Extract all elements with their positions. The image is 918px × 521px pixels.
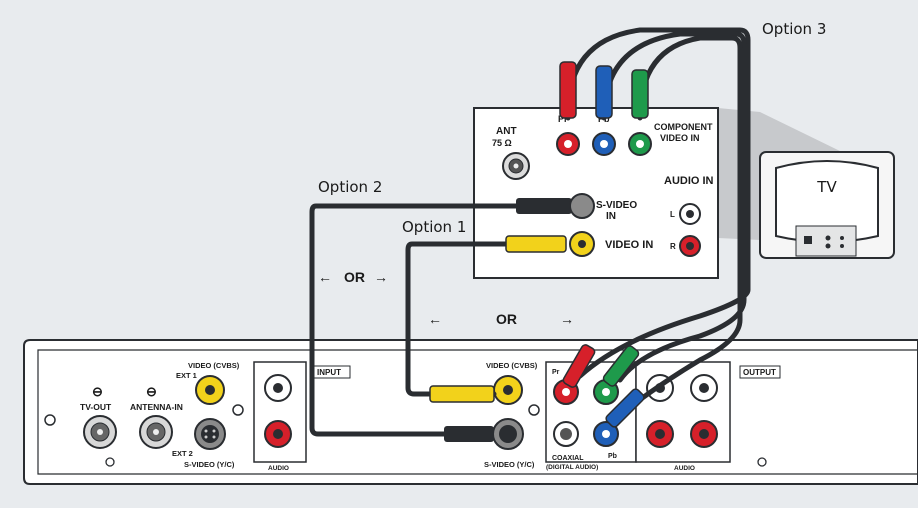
component-cable-red (565, 27, 751, 379)
svideo-cable (309, 203, 523, 437)
tv-icon: TV (759, 151, 895, 259)
or-middle-label: OR (496, 311, 517, 327)
tv-component-plugs (559, 61, 649, 119)
coaxial-jack (553, 421, 579, 447)
input-label: INPUT (317, 368, 341, 377)
tv-antenna-jack (502, 152, 530, 180)
tv-audio-r-label: R (670, 242, 676, 251)
tv-audio-r-jack (679, 235, 701, 257)
out-video-jack (493, 375, 523, 405)
output-label: OUTPUT (743, 368, 776, 377)
component-cable-green (601, 31, 747, 383)
option3-label: Option 3 (762, 20, 826, 38)
tv-audio-l-jack (679, 203, 701, 225)
tv-component-label: COMPONENT (654, 122, 713, 132)
tv-pr-label: Pr (558, 114, 568, 124)
ext1-label: EXT 1 (176, 371, 197, 380)
right-audio-label: AUDIO (674, 465, 695, 472)
output-badge (739, 365, 781, 379)
right-audio-block (635, 361, 731, 463)
tv-audio-in-label: AUDIO IN (664, 175, 714, 187)
out-svideo-jack (492, 418, 524, 450)
antenna-in-symbol-icon: ⊖ (146, 384, 157, 399)
tv-svideo-label: S-VIDEO (596, 200, 637, 211)
tv-ant-label: ANT (496, 126, 517, 137)
tv-out-symbol-icon: ⊖ (92, 384, 103, 399)
cables (309, 27, 751, 437)
ext1-video-jack (195, 375, 225, 405)
tv-component-jacks (556, 132, 652, 156)
or-middle-right-arrow-icon: → (560, 311, 574, 327)
tv-composite-plug (505, 231, 595, 257)
component-cable-blue (611, 35, 743, 423)
or-right-arrow-icon: → (374, 269, 388, 285)
tv-svideo-plug (516, 193, 595, 219)
tv-ant-ohm-label: 75 Ω (492, 138, 512, 148)
tv-component-sub-label: VIDEO IN (660, 133, 700, 143)
out-pr-label: Pr (552, 369, 560, 376)
tv-audio-l-label: L (670, 210, 675, 219)
left-audio-r-jack (264, 420, 292, 448)
ext2-label: EXT 2 (172, 449, 193, 458)
recorder-component-plugs (562, 344, 645, 428)
coaxial-sub-label: (DIGITAL AUDIO) (546, 464, 598, 471)
or-left-arrow-icon: ← (318, 269, 332, 285)
tv-out-label: TV-OUT (80, 402, 112, 412)
tv-video-in-label: VIDEO IN (605, 239, 653, 251)
recorder-composite-plug (429, 385, 495, 403)
option2-label: Option 2 (318, 178, 382, 196)
left-audio-label: AUDIO (268, 465, 289, 472)
out-pb-jack (593, 421, 619, 447)
or-arrow-left: ← OR → (318, 269, 388, 285)
ext2-svideo-jack (194, 418, 226, 450)
or-middle-left-arrow-icon: ← (428, 311, 442, 327)
antenna-in-jack (139, 415, 173, 449)
or-arrow-middle: ← OR → (428, 311, 574, 327)
tv-svideo-sub-label: IN (606, 211, 616, 222)
or-left-label: OR (344, 269, 365, 285)
composite-cable (405, 241, 511, 397)
ext1-video-label: VIDEO (CVBS) (188, 361, 240, 370)
antenna-in-label: ANTENNA-IN (130, 402, 183, 412)
tv-out-jack (83, 415, 117, 449)
recorder-rear-panel: ⊖ TV-OUT ⊖ ANTENNA-IN VIDEO (CVBS) EXT 1 (23, 339, 918, 485)
option1-label: Option 1 (402, 218, 466, 236)
ext2-svideo-label: S-VIDEO (Y/C) (184, 460, 235, 469)
out-pb-label: Pb (608, 453, 617, 460)
tv-label: TV (816, 178, 837, 196)
recorder-svideo-plug (444, 426, 494, 442)
coaxial-label: COAXIAL (552, 455, 584, 462)
out-svideo-label: S-VIDEO (Y/C) (484, 460, 535, 469)
out-video-label: VIDEO (CVBS) (486, 361, 538, 370)
left-audio-l-jack (264, 374, 292, 402)
